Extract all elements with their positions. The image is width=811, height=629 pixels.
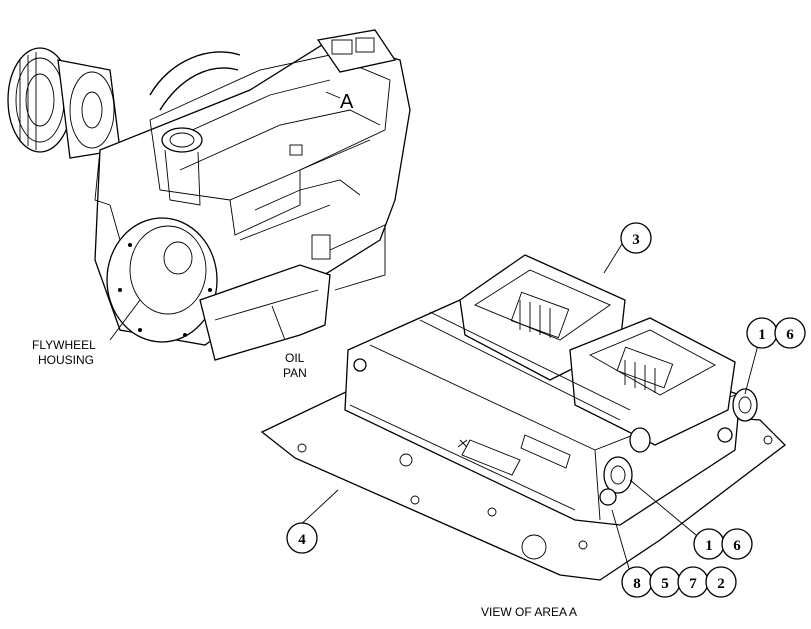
svg-text:5: 5 bbox=[661, 576, 669, 592]
svg-text:2: 2 bbox=[717, 576, 725, 592]
svg-text:6: 6 bbox=[786, 327, 794, 343]
engine-illustration bbox=[7, 29, 411, 361]
callout-group-bottom: 8 5 7 2 bbox=[621, 566, 737, 598]
svg-text:4: 4 bbox=[298, 532, 306, 548]
svg-text:7: 7 bbox=[689, 576, 697, 592]
oil-pan-label-1: OIL bbox=[285, 351, 305, 365]
area-a-marker: A bbox=[340, 91, 354, 113]
oil-pan-label-2: PAN bbox=[283, 366, 307, 380]
callout-group-top-right: 1 6 bbox=[746, 317, 806, 349]
callout-3: 3 bbox=[620, 222, 652, 254]
ecm-module bbox=[344, 254, 758, 526]
view-caption: VIEW OF AREA A bbox=[481, 605, 577, 619]
callout-group-bottom-right: 1 6 bbox=[693, 528, 753, 560]
svg-text:1: 1 bbox=[758, 327, 766, 343]
callout-4: 4 bbox=[286, 522, 318, 554]
svg-text:3: 3 bbox=[632, 232, 640, 248]
svg-text:8: 8 bbox=[633, 576, 641, 592]
svg-text:6: 6 bbox=[733, 538, 741, 554]
flywheel-housing-label-2: HOUSING bbox=[38, 353, 94, 367]
flywheel-housing-label-1: FLYWHEEL bbox=[32, 338, 96, 352]
svg-text:1: 1 bbox=[705, 538, 713, 554]
